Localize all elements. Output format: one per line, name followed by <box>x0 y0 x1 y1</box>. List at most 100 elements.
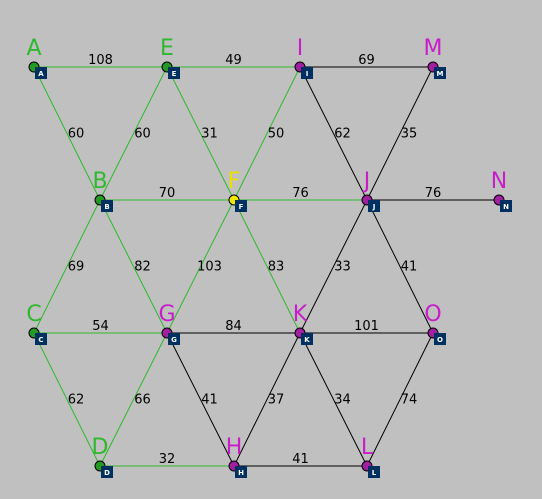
node-tag: N <box>503 203 509 211</box>
node-tag-box <box>368 200 380 212</box>
edge-weight-o-l: 74 <box>401 393 418 408</box>
node-a[interactable]: AA <box>26 36 47 79</box>
edge-weight-f-j: 76 <box>292 186 309 201</box>
node-tag: E <box>172 70 177 78</box>
edge-b-g <box>99 199 168 334</box>
node-label: F <box>228 169 241 194</box>
node-f[interactable]: FF <box>228 169 247 212</box>
edge-weight-a-e: 108 <box>88 53 113 68</box>
node-tag: I <box>306 70 309 78</box>
node-e[interactable]: EE <box>160 36 180 79</box>
node-d[interactable]: DD <box>92 435 113 478</box>
edge-c-d <box>33 332 101 467</box>
node-tag: F <box>239 203 244 211</box>
edge-g-h <box>166 332 235 467</box>
edge-weight-j-n: 76 <box>425 186 442 201</box>
node-tag: K <box>304 336 310 344</box>
node-label: N <box>491 169 507 194</box>
edge-e-f <box>166 66 235 201</box>
edge-weight-j-o: 41 <box>401 260 418 275</box>
edge-weight-j-k: 33 <box>334 260 351 275</box>
node-tag-box <box>35 67 47 79</box>
edge-e-b <box>99 66 168 201</box>
edge-g-d <box>99 332 168 467</box>
edge-i-j <box>299 66 368 201</box>
node-tag: L <box>372 469 377 477</box>
edge-weight-e-f: 31 <box>201 127 218 142</box>
node-label: E <box>160 36 174 61</box>
node-label: B <box>92 169 107 194</box>
edge-weight-k-o: 101 <box>354 319 379 334</box>
node-tag-box <box>101 466 113 478</box>
node-m[interactable]: MM <box>424 36 446 79</box>
node-tag: A <box>38 70 44 78</box>
node-tag: M <box>437 70 444 78</box>
edge-weight-a-b: 60 <box>68 127 85 142</box>
node-label: K <box>293 302 308 327</box>
node-tag-box <box>434 67 446 79</box>
node-l[interactable]: LL <box>361 435 380 478</box>
node-n[interactable]: NN <box>491 169 512 212</box>
edge-weight-b-f: 70 <box>159 186 176 201</box>
node-j[interactable]: JJ <box>361 169 380 212</box>
edge-weight-i-m: 69 <box>358 53 375 68</box>
edge-weight-b-c: 69 <box>68 260 85 275</box>
node-tag-box <box>168 333 180 345</box>
node-tag-box <box>500 200 512 212</box>
edge-j-o <box>366 199 434 334</box>
node-label: J <box>362 169 371 194</box>
node-i[interactable]: II <box>294 36 313 79</box>
node-label: G <box>158 302 175 327</box>
edge-k-h <box>233 332 301 467</box>
node-label: L <box>361 435 374 460</box>
edge-i-f <box>233 66 301 201</box>
node-label: I <box>297 36 304 61</box>
edge-b-c <box>33 199 101 334</box>
node-c[interactable]: CC <box>26 302 47 345</box>
edge-weight-f-g: 103 <box>197 260 222 275</box>
node-g[interactable]: GG <box>158 302 180 345</box>
edge-weight-c-g: 54 <box>92 319 109 334</box>
node-o[interactable]: OO <box>424 302 446 345</box>
edge-weight-e-b: 60 <box>134 127 151 142</box>
edge-o-l <box>366 332 434 467</box>
node-tag-box <box>301 67 313 79</box>
node-k[interactable]: KK <box>293 302 313 345</box>
edge-f-g <box>166 199 235 334</box>
edge-weight-c-d: 62 <box>68 393 85 408</box>
node-label: M <box>424 36 443 61</box>
node-label: D <box>92 435 109 460</box>
edge-j-k <box>299 199 368 334</box>
edge-weight-g-k: 84 <box>225 319 242 334</box>
edge-weight-e-i: 49 <box>225 53 242 68</box>
edges-layer <box>33 66 499 467</box>
node-tag-box <box>168 67 180 79</box>
edge-weight-g-h: 41 <box>201 393 218 408</box>
node-label: H <box>226 435 243 460</box>
node-label: O <box>424 302 441 327</box>
edge-m-j <box>366 66 434 201</box>
node-tag-box <box>235 466 247 478</box>
node-tag-box <box>434 333 446 345</box>
node-tag: J <box>372 203 376 211</box>
edge-k-l <box>299 332 368 467</box>
edge-weight-g-d: 66 <box>134 393 151 408</box>
node-tag: B <box>104 203 109 211</box>
node-h[interactable]: HH <box>226 435 247 478</box>
edge-f-k <box>233 199 301 334</box>
node-tag-box <box>301 333 313 345</box>
node-label: C <box>26 302 41 327</box>
node-tag-box <box>368 466 380 478</box>
edge-weight-d-h: 32 <box>159 452 176 467</box>
edge-weight-b-g: 82 <box>134 260 151 275</box>
edge-weight-f-k: 83 <box>268 260 285 275</box>
edge-weight-k-h: 37 <box>268 393 285 408</box>
node-b[interactable]: BB <box>92 169 113 212</box>
node-tag: H <box>238 469 244 477</box>
node-tag: C <box>38 336 43 344</box>
edge-weight-m-j: 35 <box>401 127 418 142</box>
